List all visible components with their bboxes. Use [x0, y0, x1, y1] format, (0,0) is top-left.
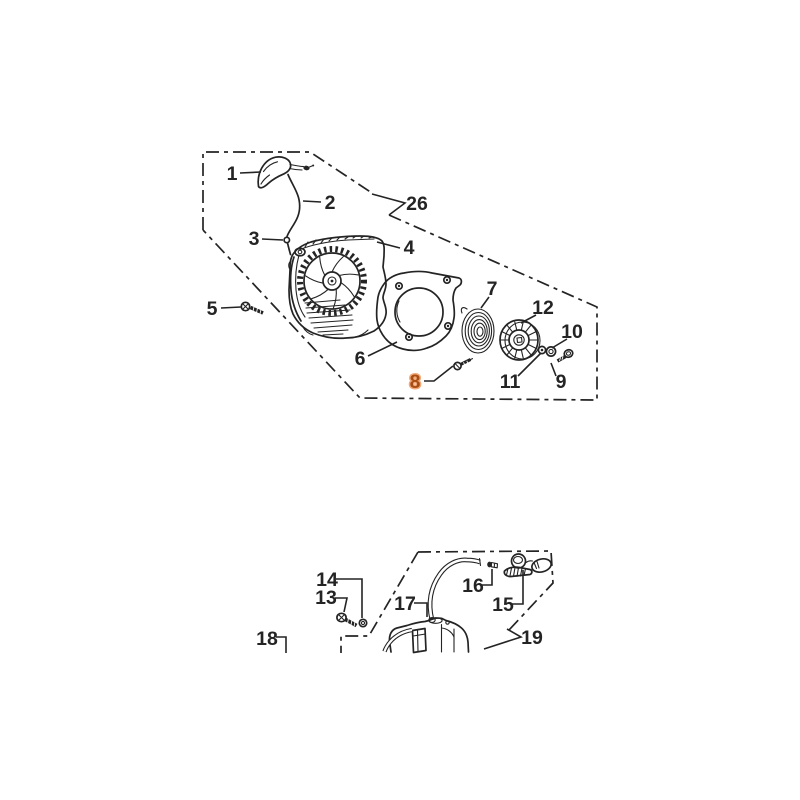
callout-6[interactable]: 6: [355, 348, 366, 370]
leader-line-5: [220, 306, 242, 309]
callout-1[interactable]: 1: [227, 163, 238, 185]
boundary-line-1: [202, 151, 373, 230]
leader-line-2: [302, 200, 322, 203]
part-recoil-spring: [460, 307, 495, 354]
part-washer-14: [358, 618, 368, 628]
boundary-line-4: [340, 551, 419, 653]
leader-line-1: [239, 171, 262, 174]
leader-line-18: [276, 636, 287, 653]
part-hose-fitting: [487, 561, 499, 569]
callout-14[interactable]: 14: [316, 569, 338, 591]
part-washer-10: [545, 346, 557, 357]
leader-line-16: [482, 569, 493, 586]
leader-line-13: [335, 597, 348, 613]
callout-8[interactable]: 8: [408, 370, 422, 395]
part-screw-8: [453, 358, 474, 371]
callout-2[interactable]: 2: [325, 192, 336, 214]
callout-13[interactable]: 13: [315, 587, 337, 609]
leader-line-7: [480, 296, 490, 309]
part-starter-handle: [257, 156, 315, 189]
part-screw-9: [556, 348, 574, 363]
callout-15[interactable]: 15: [492, 594, 514, 616]
callout-9[interactable]: 9: [556, 371, 567, 393]
leader-line-19: [483, 628, 523, 650]
leader-line-12: [520, 314, 537, 324]
leader-line-15: [512, 570, 524, 605]
leader-line-6: [367, 341, 398, 357]
leader-line-4: [376, 241, 401, 249]
part-starter-rope: [286, 173, 301, 256]
callout-3[interactable]: 3: [249, 228, 260, 250]
callout-10[interactable]: 10: [561, 321, 583, 343]
boundary-line-3: [417, 550, 554, 631]
part-cover-plate: [375, 270, 463, 352]
callout-16[interactable]: 16: [462, 575, 484, 597]
leader-line-11: [517, 352, 542, 377]
callout-19[interactable]: 19: [521, 627, 543, 649]
part-starter-pulley: [499, 319, 541, 361]
callout-17[interactable]: 17: [394, 593, 416, 615]
callout-4[interactable]: 4: [404, 237, 415, 259]
leader-line-9: [550, 362, 557, 377]
part-screw-13: [336, 612, 358, 628]
callout-18[interactable]: 18: [256, 628, 278, 650]
callout-26[interactable]: 26: [406, 193, 428, 215]
part-fuel-tank: [382, 617, 470, 654]
leader-line-8: [424, 365, 454, 382]
part-screw-5: [240, 301, 264, 315]
leader-line-3: [261, 238, 284, 241]
part-starter-housing: [288, 235, 388, 340]
callout-12[interactable]: 12: [532, 297, 554, 319]
leader-line-14: [336, 578, 363, 618]
callout-5[interactable]: 5: [207, 298, 218, 320]
callout-11[interactable]: 11: [500, 371, 521, 393]
part-washer-11: [537, 345, 547, 355]
leader-line-10: [551, 338, 568, 349]
leader-line-26: [371, 193, 407, 216]
part-rope-collar: [283, 236, 291, 244]
part-fuel-cap: [503, 553, 552, 578]
assembly-boundaries: [202, 151, 598, 653]
callout-7[interactable]: 7: [487, 278, 498, 300]
leader-line-17: [414, 602, 428, 617]
